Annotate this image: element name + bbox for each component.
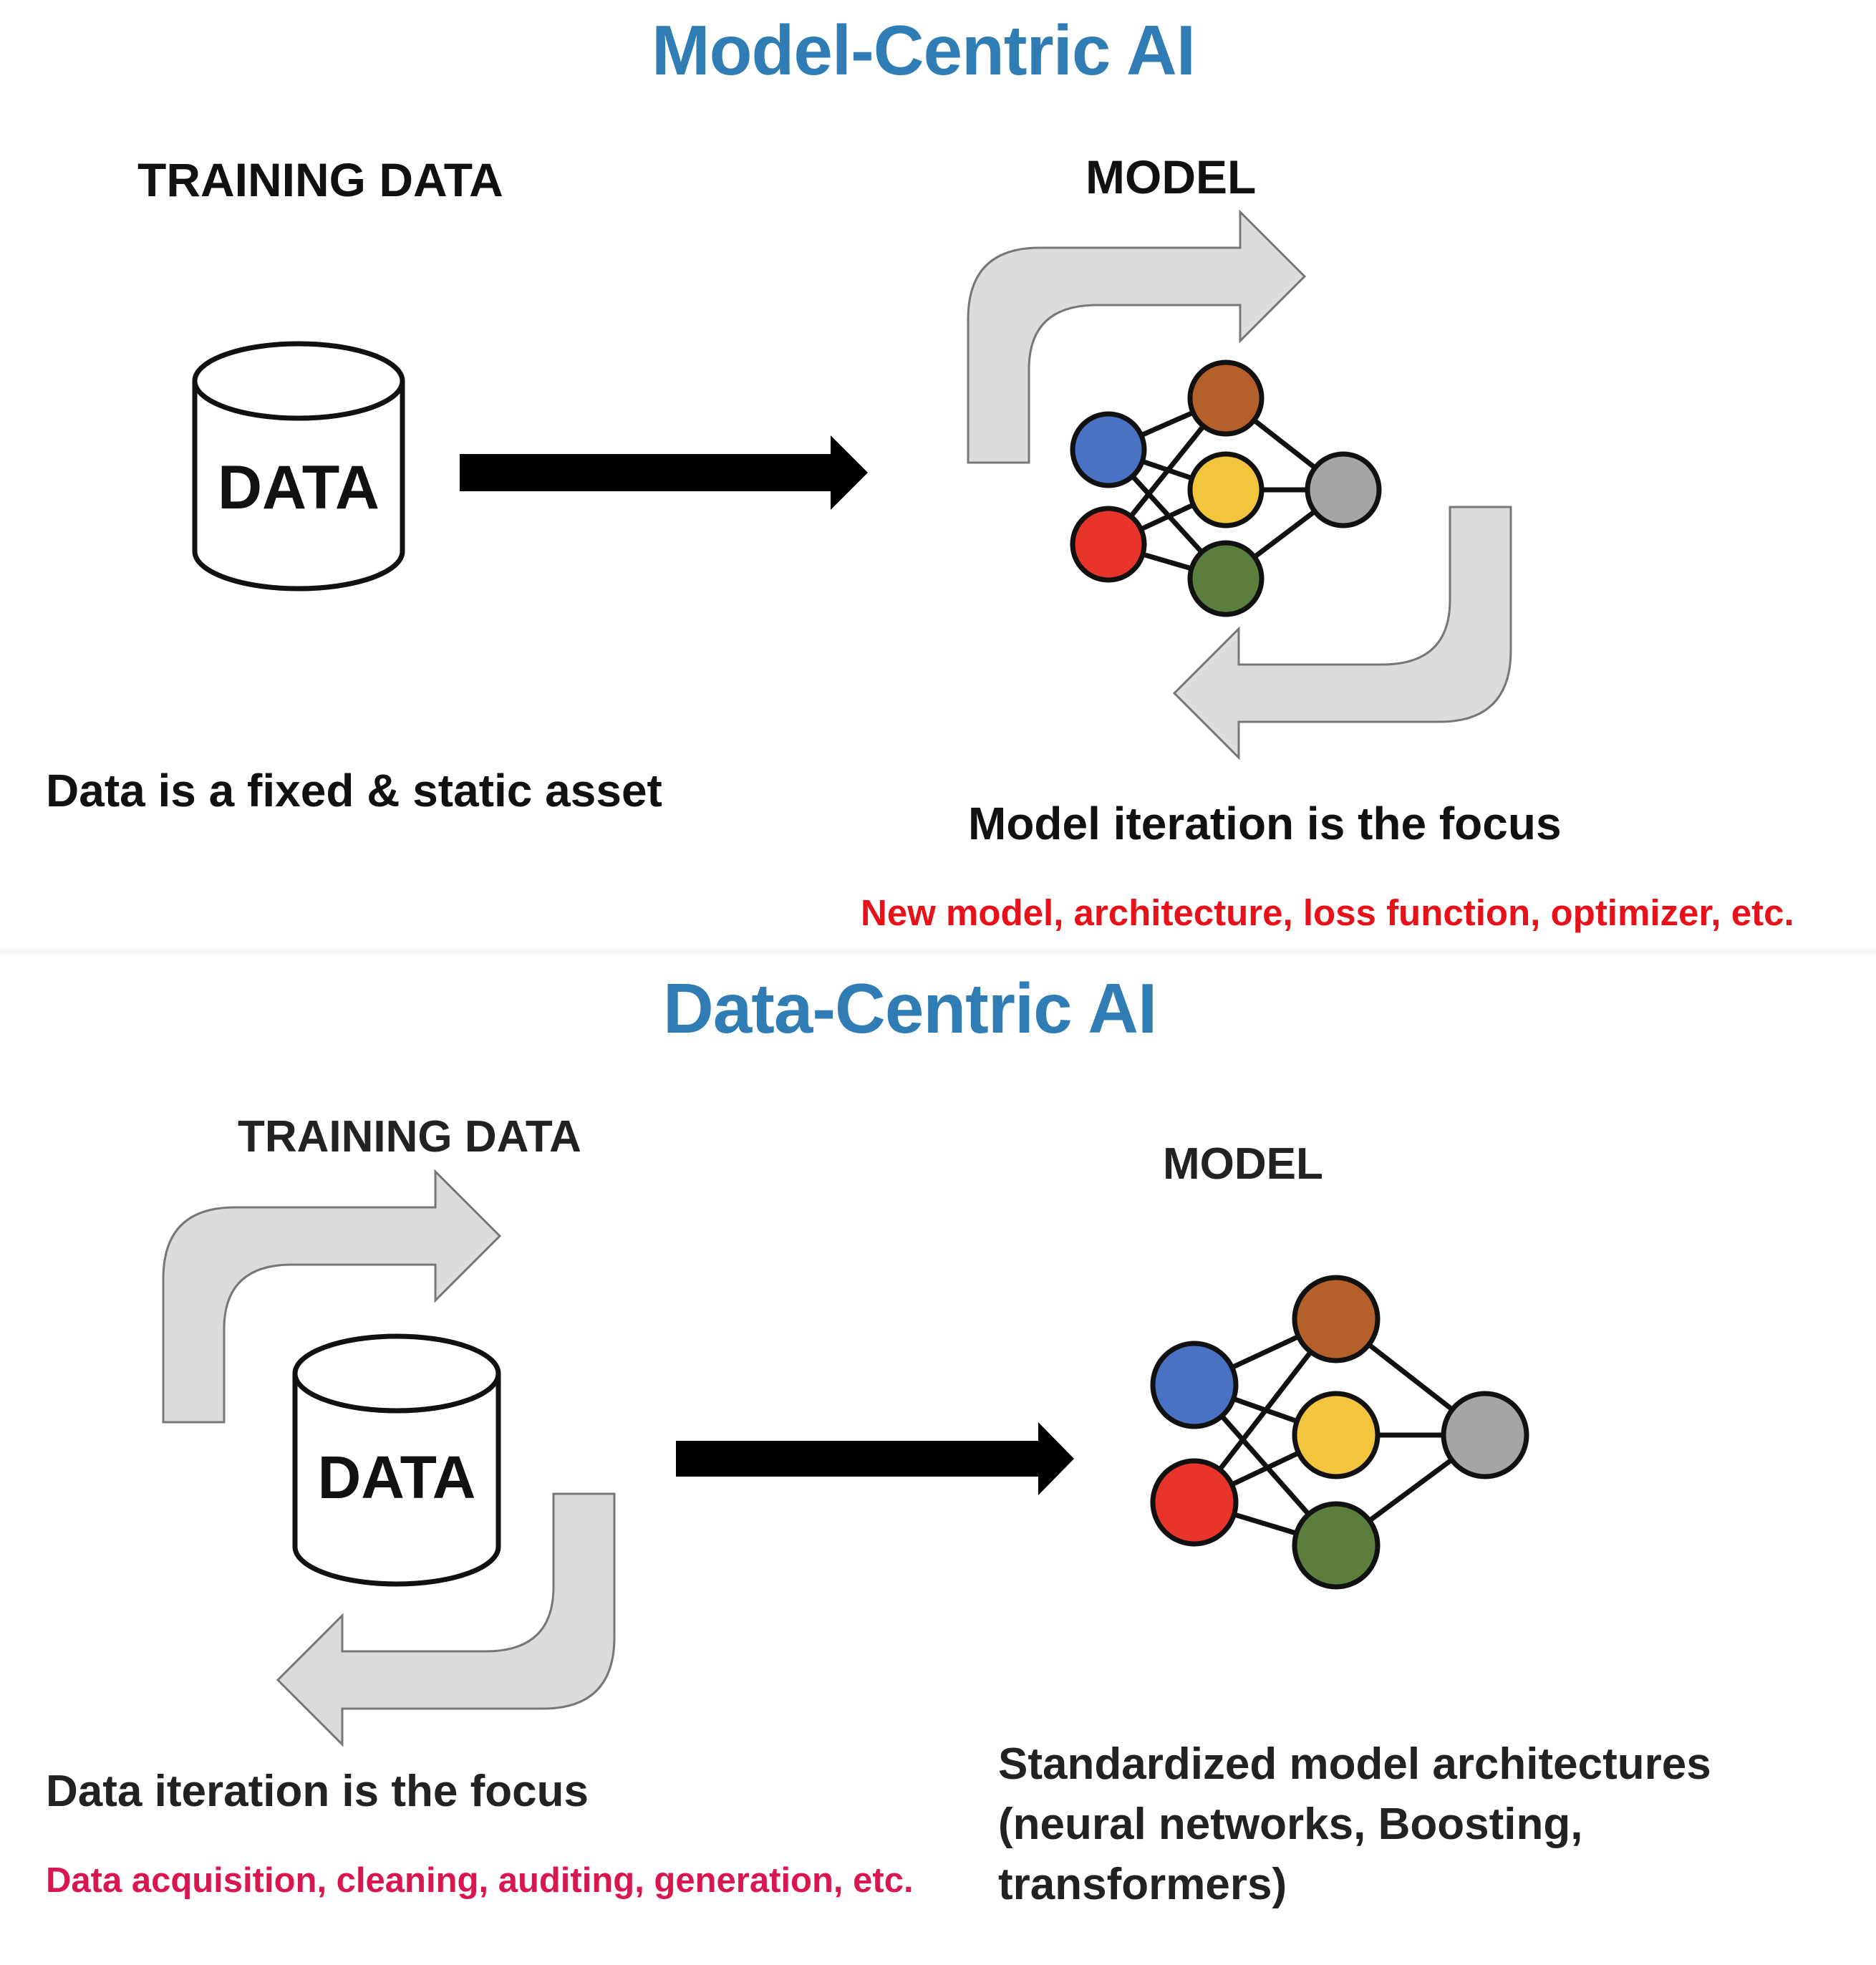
dc-nn-node-blue xyxy=(1150,1341,1239,1429)
mc-nn-node-green xyxy=(1187,540,1265,617)
mc-data-caption: Data is a fixed & static asset xyxy=(46,765,662,816)
dc-nn-node-orange xyxy=(1292,1275,1381,1363)
dc-flow-arrow xyxy=(676,1422,1074,1495)
mc-database-icon: DATA xyxy=(192,341,405,592)
mc-nn-node-gray xyxy=(1305,451,1382,528)
mc-flow-arrow xyxy=(460,435,868,510)
dc-model-caption: Standardized model architectures (neural… xyxy=(998,1739,1711,1909)
section-divider xyxy=(0,947,1876,957)
mc-nn-node-blue xyxy=(1070,411,1147,488)
mc-title: Model-Centric AI xyxy=(652,11,1196,90)
dc-database-label: DATA xyxy=(318,1444,476,1511)
dc-title: Data-Centric AI xyxy=(663,969,1157,1048)
dc-nn-node-gray xyxy=(1441,1391,1529,1479)
mc-nn-node-yellow xyxy=(1187,451,1265,528)
mc-model-heading: MODEL xyxy=(1086,150,1257,203)
dc-data-note: Data acquisition, cleaning, auditing, ge… xyxy=(46,1861,914,1900)
dc-database-icon: DATA xyxy=(292,1333,501,1587)
dc-nn-node-red xyxy=(1150,1458,1239,1547)
mc-model-caption: Model iteration is the focus xyxy=(968,798,1562,849)
mc-nn-node-orange xyxy=(1187,359,1265,437)
dc-nn-node-green xyxy=(1292,1501,1381,1590)
mc-model-note: New model, architecture, loss function, … xyxy=(861,892,1794,933)
dc-data-caption: Data iteration is the focus xyxy=(46,1767,589,1816)
dc-training-data-heading: TRAINING DATA xyxy=(238,1112,581,1162)
dc-nn-node-yellow xyxy=(1292,1391,1381,1479)
mc-nn-node-red xyxy=(1070,506,1147,583)
mc-training-data-heading: TRAINING DATA xyxy=(137,153,503,206)
mc-database-label: DATA xyxy=(218,453,379,522)
mc-neural-network-icon xyxy=(1070,359,1382,617)
dc-model-heading: MODEL xyxy=(1163,1139,1323,1189)
dc-neural-network-icon xyxy=(1150,1275,1529,1590)
